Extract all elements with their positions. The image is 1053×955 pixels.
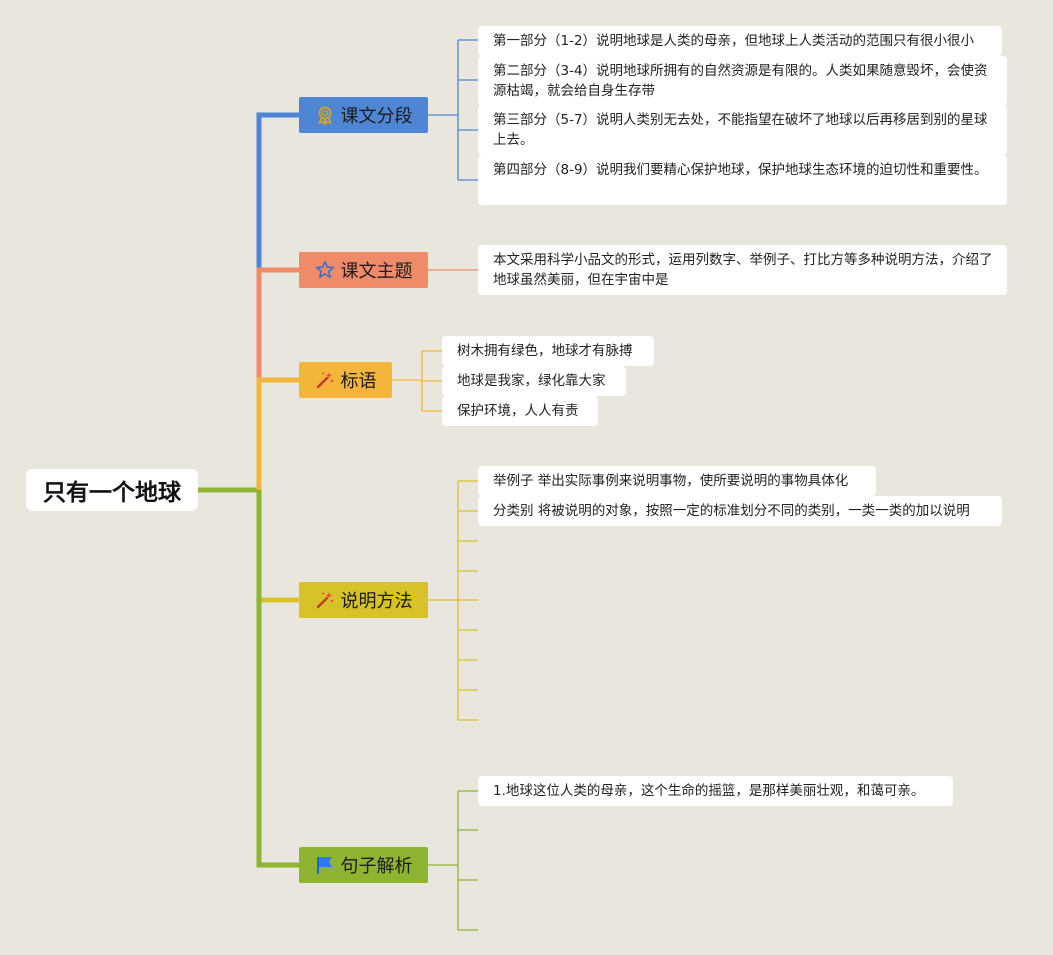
trunk-branch-1 — [256, 267, 299, 380]
trunk-branch-0 — [256, 112, 299, 270]
leaf-section-1[interactable]: 第一部分（1-2）说明地球是人类的母亲，但地球上人类活动的范围只有很小很小 — [478, 26, 1002, 56]
flag-icon — [315, 855, 335, 875]
leaf-theme[interactable]: 本文采用科学小品文的形式，运用列数字、举例子、打比方等多种说明方法，介绍了地球虽… — [478, 245, 1007, 295]
branch-text-sections[interactable]: 课文分段 — [299, 97, 428, 133]
branch-explanation-methods[interactable]: 说明方法 — [299, 582, 428, 618]
star-outline-icon — [315, 260, 335, 280]
leaf-section-2[interactable]: 第二部分（3-4）说明地球所拥有的自然资源是有限的。人类如果随意毁坏，会使资源枯… — [478, 56, 1007, 106]
leaf-section-4[interactable]: 第四部分（8-9）说明我们要精心保护地球，保护地球生态环境的迫切性和重要性。 — [478, 155, 1007, 205]
branch-label: 说明方法 — [340, 591, 413, 612]
leaf-method-example[interactable]: 举例子 举出实际事例来说明事物，使所要说明的事物具体化 — [478, 466, 876, 496]
branch-text-theme[interactable]: 课文主题 — [299, 252, 428, 288]
trunk-branch-4 — [256, 490, 299, 868]
award-ribbon-icon — [315, 105, 335, 127]
magic-wand-icon — [315, 370, 335, 390]
leaf-method-classify[interactable]: 分类别 将被说明的对象，按照一定的标准划分不同的类别，一类一类的加以说明 — [478, 496, 1002, 526]
root-topic-label: 只有一个地球 — [43, 480, 181, 506]
leaf-slogan-2[interactable]: 地球是我家，绿化靠大家 — [442, 366, 626, 396]
leaf-section-3[interactable]: 第三部分（5-7）说明人类别无去处，不能指望在破坏了地球以后再移居到别的星球上去… — [478, 105, 1007, 155]
branch-slogans[interactable]: 标语 — [299, 362, 392, 398]
branch-label: 标语 — [340, 371, 377, 392]
leaf-sentence-1[interactable]: 1.地球这位人类的母亲，这个生命的摇篮，是那样美丽壮观，和蔼可亲。 — [478, 776, 953, 806]
leaf-slogan-1[interactable]: 树木拥有绿色，地球才有脉搏 — [442, 336, 654, 366]
branch-label: 课文分段 — [340, 106, 413, 127]
magic-wand-icon — [315, 590, 335, 610]
root-topic[interactable]: 只有一个地球 — [26, 469, 198, 511]
leaf-slogan-3[interactable]: 保护环境，人人有责 — [442, 396, 598, 426]
branch-sentence-analysis[interactable]: 句子解析 — [299, 847, 428, 883]
branch-label: 句子解析 — [340, 856, 413, 877]
trunk-branch-2 — [256, 377, 299, 490]
branch-label: 课文主题 — [340, 261, 413, 282]
